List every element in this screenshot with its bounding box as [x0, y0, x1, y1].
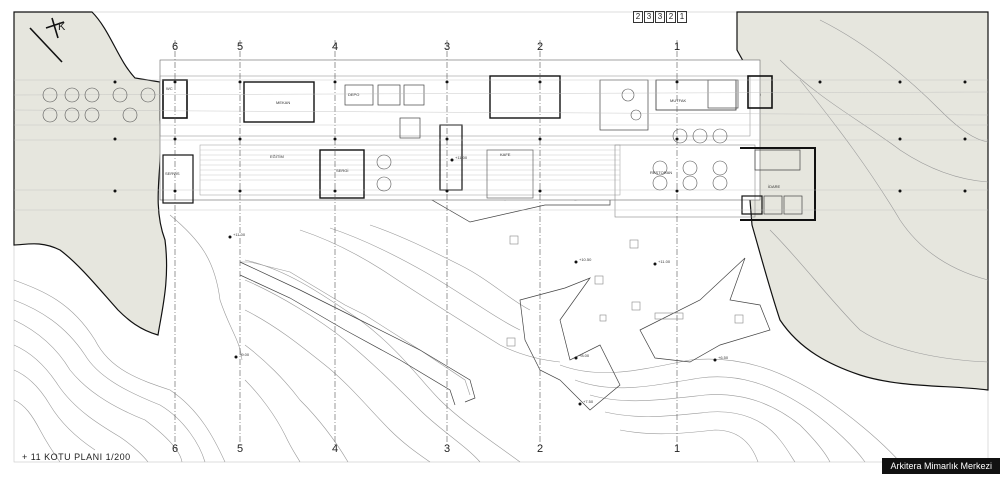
- room-wc-left: WC: [166, 86, 173, 91]
- room-mekan: MEKAN: [276, 100, 290, 105]
- room-mutfak: MUTFAK: [670, 98, 687, 103]
- contours-right: [559, 19, 989, 463]
- level-markers: +11.00 +11.00 +10.50 +11.00 +9.00 +8.00 …: [228, 155, 729, 406]
- grid-bottom-1: 1: [674, 443, 680, 455]
- level-marker-1: +11.00: [233, 232, 246, 237]
- room-servis: SERVİS: [165, 171, 180, 176]
- level-marker-6: +8.00: [579, 353, 590, 358]
- sheet-index-cell: 2: [633, 11, 643, 23]
- structural-grid: [174, 40, 678, 445]
- landscape-squares: [506, 235, 744, 347]
- platform-shapes: [239, 179, 771, 411]
- credit-label: Arkitera Mimarlık Merkezi: [882, 458, 1000, 474]
- level-marker-5: +9.00: [239, 352, 250, 357]
- room-depo-1: DEPO: [348, 92, 359, 97]
- grid-bottom-3: 3: [444, 443, 450, 455]
- terrain-left: [13, 11, 168, 336]
- contours-middle: [240, 224, 561, 463]
- room-egitim: EĞİTİM: [270, 154, 284, 159]
- grid-top-1: 1: [674, 41, 680, 53]
- building: [159, 59, 816, 221]
- plan-title: + 11 KOTU PLANI 1/200: [22, 452, 131, 462]
- grid-top-5: 5: [237, 41, 243, 53]
- sheet-index: 2 3 3 2 1: [633, 11, 687, 23]
- horizontal-lines: [13, 79, 989, 211]
- grid-bottom-4: 4: [332, 443, 338, 455]
- room-labels: WC MEKAN DEPO EĞİTİM SERGİ KAFE SERVİS M…: [165, 86, 781, 189]
- sheet-index-cell: 3: [655, 11, 665, 23]
- level-marker-2: +11.00: [455, 155, 468, 160]
- grid-labels-bottom: 6 5 4 3 2 1: [172, 443, 680, 455]
- grid-bottom-6: 6: [172, 443, 178, 455]
- level-marker-3: +10.50: [579, 257, 592, 262]
- contours-left: [13, 214, 243, 463]
- grid-bottom-2: 2: [537, 443, 543, 455]
- sheet-index-cell: 3: [644, 11, 654, 23]
- room-restoran: RESTORAN: [650, 170, 672, 175]
- north-label: K: [58, 21, 66, 33]
- level-marker-4: +11.00: [658, 259, 671, 264]
- room-idare: İDARE: [768, 184, 781, 189]
- level-marker-8: +6.50: [718, 355, 729, 360]
- sheet-index-cell: 1: [677, 11, 687, 23]
- grid-top-2: 2: [537, 41, 543, 53]
- north-arrow: [29, 17, 65, 63]
- level-marker-7: +7.50: [583, 399, 594, 404]
- grid-top-4: 4: [332, 41, 338, 53]
- grid-top-6: 6: [172, 41, 178, 53]
- room-sergi: SERGİ: [336, 168, 348, 173]
- grid-labels-top: 6 5 4 3 2 1: [172, 41, 680, 53]
- grid-bottom-5: 5: [237, 443, 243, 455]
- columns: [113, 80, 967, 193]
- terrain-right: [736, 11, 989, 391]
- sheet-index-cell: 2: [666, 11, 676, 23]
- round-elements: [42, 87, 728, 192]
- grid-top-3: 3: [444, 41, 450, 53]
- room-kafe: KAFE: [500, 152, 511, 157]
